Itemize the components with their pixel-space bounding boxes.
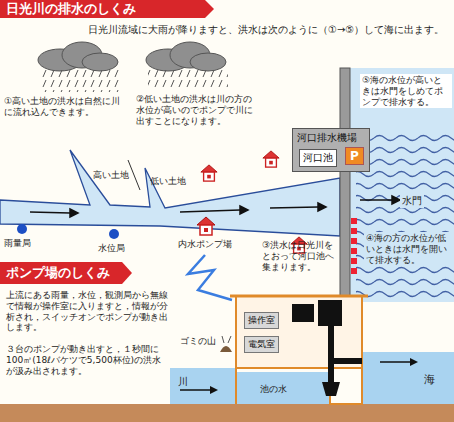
- basin-box: 河口池: [299, 149, 337, 167]
- station-label: 水位局: [98, 243, 125, 254]
- title: 日光川の排水のしくみ: [6, 1, 136, 17]
- part-label: 池の水: [258, 383, 289, 396]
- sea-waves: [356, 130, 454, 300]
- node-text: 河口排水機場: [297, 131, 365, 145]
- callout-text: ④海の方の水位が低いときは水門を開いて排水する。: [364, 232, 454, 266]
- callout-text: ③洪水は日光川をとおって河口池へ集まります。: [262, 240, 338, 272]
- outflow-arrow: [360, 196, 400, 204]
- room-box: 操作室: [244, 312, 279, 329]
- station-label: 雨量局: [4, 238, 31, 249]
- water-gate: [351, 218, 357, 274]
- rain-station: [17, 224, 27, 234]
- rain: [40, 70, 120, 92]
- section-band: ポンプ場のしくみ: [0, 262, 132, 284]
- callout-text: ②低い土地の洪水は川の方の水位が高いのでポンプで川に出すことになります。: [136, 94, 256, 126]
- room-box: 電気室: [244, 336, 279, 353]
- land-label: 低い土地: [150, 176, 186, 187]
- land-label: 高い土地: [93, 170, 129, 181]
- drainage-building: 河口排水機場河口池 P: [292, 128, 370, 172]
- node-text: 河口池: [303, 151, 333, 165]
- callout-text: ⑤海の水位が高いときは水門をしめてポンプで排水する。: [360, 74, 452, 108]
- rain: [148, 70, 228, 90]
- pump-house-icon: [197, 217, 215, 235]
- gate-label: 水門: [400, 194, 424, 208]
- part-label: 川: [176, 375, 190, 389]
- callout-text: ①高い土地の洪水は自然に川に流れ込んできます。: [4, 96, 126, 118]
- part-label: 海: [422, 372, 437, 387]
- body-text: ３台のポンプが動き出すと，１秒間に100㎥(18ℓバケツで5,500杯位)の洪水…: [6, 344, 170, 376]
- sea: [348, 68, 454, 302]
- house: [263, 151, 279, 167]
- pump-label: 内水ポンプ場: [178, 239, 232, 250]
- intro-text: 日光川流域に大雨が降りますと、洪水は次のように（①→⑤）して海に出ます。: [88, 24, 450, 36]
- radio-signal: [188, 255, 232, 300]
- node-text: 操作室: [248, 314, 275, 327]
- house: [201, 165, 217, 181]
- body-text: 上流にある雨量，水位，観測局から無線で情報が操作室に入りますと，情報が分析され，…: [6, 290, 170, 333]
- level-station: [109, 229, 119, 239]
- node-text: 電気室: [248, 338, 275, 351]
- node-text: ポンプ場のしくみ: [6, 264, 118, 282]
- river: [0, 150, 340, 236]
- title-band: [0, 0, 214, 18]
- part-label: ゴミの山: [180, 336, 216, 347]
- cloud: [38, 42, 226, 71]
- pump-mark: P: [345, 147, 364, 165]
- wall: [340, 68, 350, 302]
- node-text: P: [350, 149, 359, 163]
